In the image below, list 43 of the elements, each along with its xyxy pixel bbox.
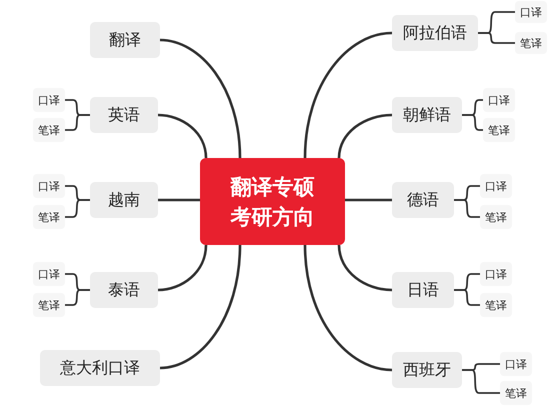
central-topic-box: 翻译专硕考研方向: [200, 158, 345, 245]
topic-box: 英语: [90, 97, 158, 133]
topic-box: 越南: [90, 182, 158, 218]
branch-line: [158, 244, 208, 292]
bracket-line: [454, 289, 480, 306]
topic-box: 西班牙: [392, 352, 462, 388]
subtopic-box: 口译: [483, 88, 515, 112]
subtopic-box: 口译: [33, 88, 65, 112]
subtopic-box: 口译: [480, 174, 512, 198]
topic-box: 翻译: [90, 22, 160, 58]
topic-box: 阿拉伯语: [392, 15, 478, 51]
topic-box: 德语: [392, 182, 454, 218]
subtopic-box: 口译: [33, 262, 65, 286]
subtopic-box: 口译: [515, 1, 547, 23]
topic-box: 朝鲜语: [392, 97, 462, 133]
branch-line: [304, 244, 392, 372]
topic-box: 泰语: [90, 272, 158, 308]
topic-box: 意大利口译: [40, 350, 160, 386]
topic-box: 日语: [392, 272, 454, 308]
subtopic-box: 笔译: [480, 293, 512, 317]
branch-line: [304, 32, 392, 158]
subtopic-box: 口译: [480, 262, 512, 286]
branch-line: [158, 114, 208, 158]
subtopic-box: 笔译: [480, 205, 512, 229]
subtopic-box: 口译: [500, 352, 532, 376]
bracket-line: [478, 32, 515, 44]
bracket-line: [462, 114, 483, 131]
bracket-line: [65, 289, 90, 306]
subtopic-box: 笔译: [33, 205, 65, 229]
branch-line: [338, 114, 392, 158]
subtopic-box: 笔译: [33, 293, 65, 317]
subtopic-box: 口译: [33, 174, 65, 198]
branch-line: [338, 244, 392, 292]
branch-line: [160, 244, 242, 370]
bracket-line: [462, 369, 500, 394]
subtopic-box: 笔译: [500, 381, 532, 405]
branch-line: [160, 38, 242, 158]
branch-line: [345, 198, 392, 202]
branch-line: [158, 198, 200, 202]
subtopic-box: 笔译: [515, 32, 547, 54]
subtopic-box: 笔译: [33, 118, 65, 142]
subtopic-box: 笔译: [483, 118, 515, 142]
bracket-line: [65, 114, 90, 131]
